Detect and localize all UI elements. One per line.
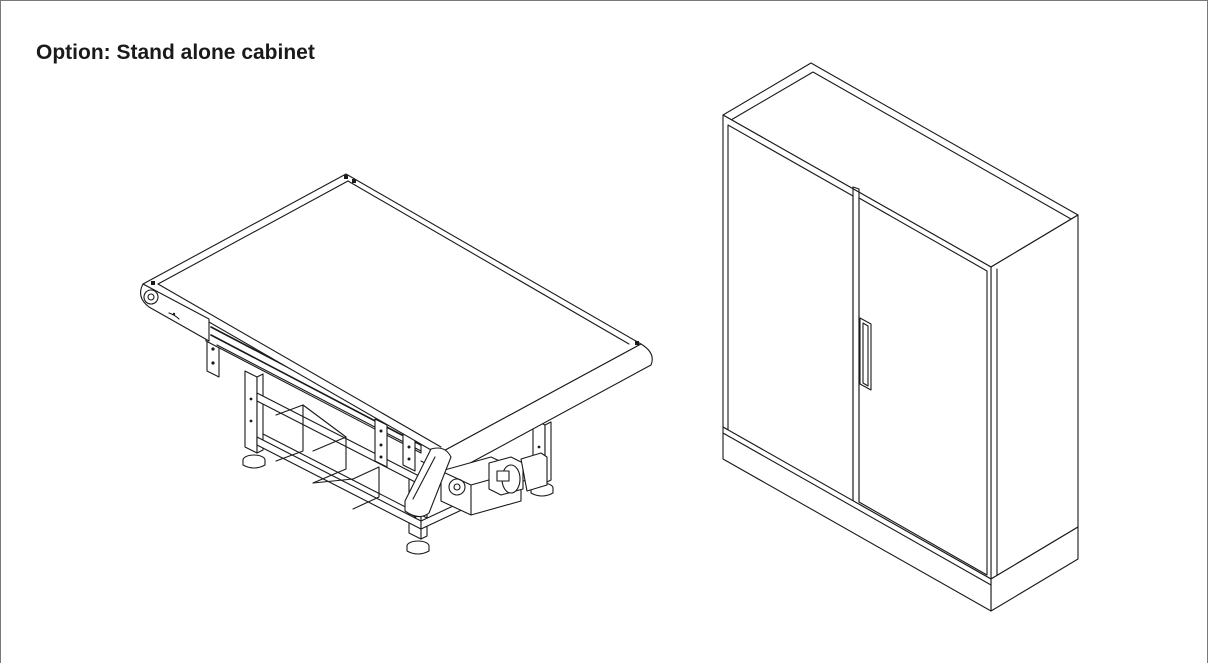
conveyor-drawing bbox=[140, 173, 653, 555]
conveyor-belt bbox=[140, 173, 653, 476]
cabinet-handle-icon bbox=[859, 317, 872, 391]
cabinet-plinth bbox=[722, 426, 992, 612]
cabinet-side bbox=[990, 214, 1079, 580]
cabinet-drawing bbox=[722, 62, 1079, 612]
conveyor-drive-motor bbox=[404, 447, 548, 518]
figure-title: Option: Stand alone cabinet bbox=[36, 41, 315, 64]
